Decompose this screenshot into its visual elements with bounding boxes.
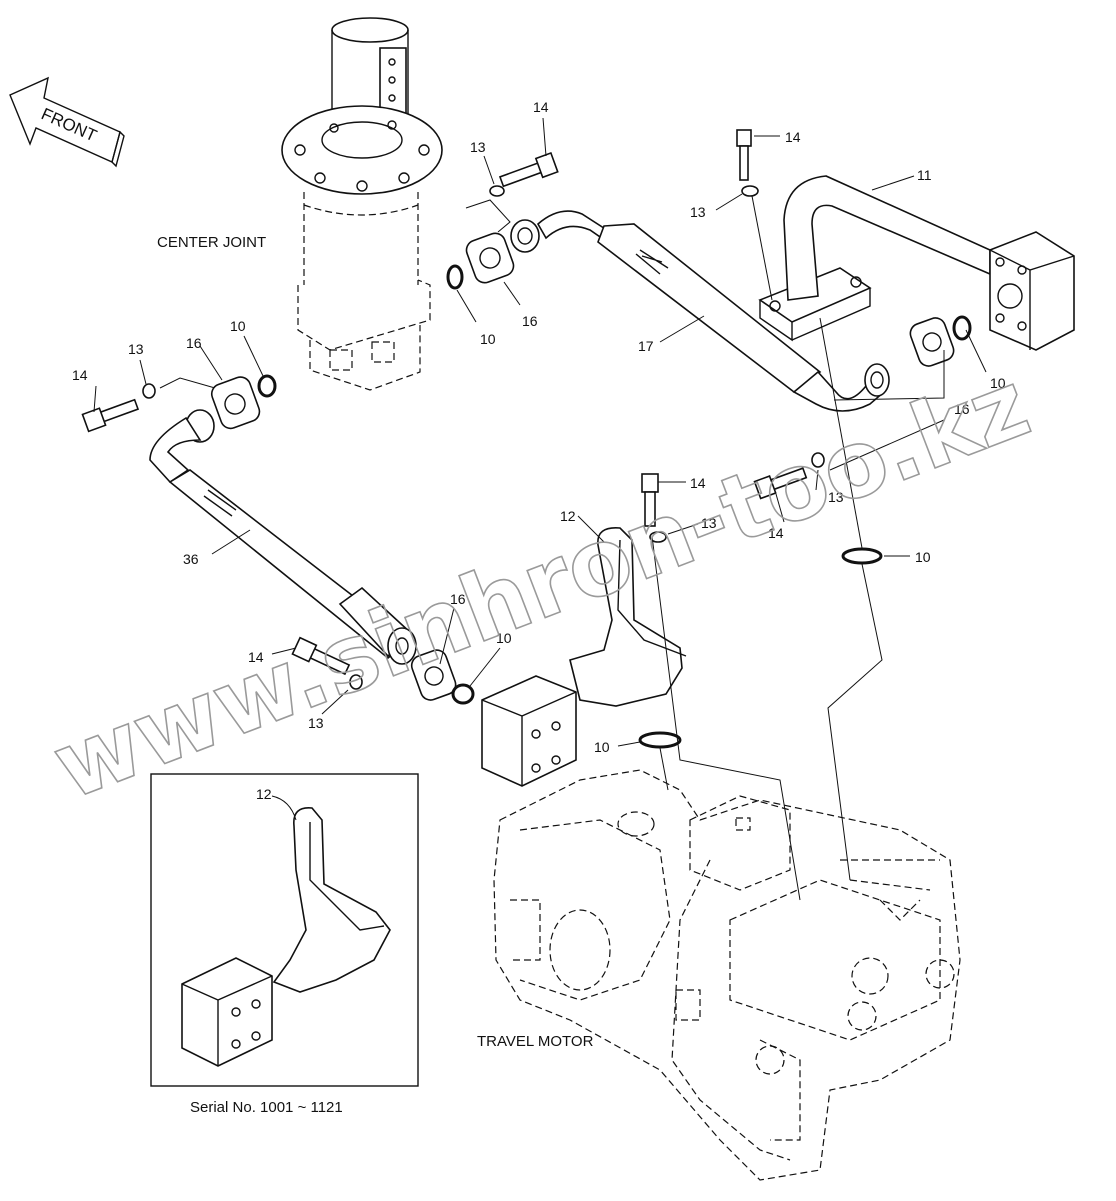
travel-motor-drawing: TRAVEL MOTOR xyxy=(477,769,961,1181)
serial-label: Serial No. 1001 ~ 1121 xyxy=(190,1099,343,1116)
callout-13-mid: 13 xyxy=(701,515,717,531)
callout-14-left: 14 xyxy=(72,367,88,383)
callout-13-low: 13 xyxy=(308,715,324,731)
front-label: FRONT xyxy=(38,104,99,145)
callout-16-low: 16 xyxy=(450,591,466,607)
callout-13-top: 13 xyxy=(470,139,486,155)
callout-13-right: 13 xyxy=(690,204,706,220)
pipe-12 xyxy=(481,473,687,787)
callout-13-mid2: 13 xyxy=(828,489,844,505)
pipe-17 xyxy=(510,210,890,412)
callout-16-left: 16 xyxy=(186,335,202,351)
callout-10-low: 10 xyxy=(496,630,512,646)
center-joint-drawing: CENTER JOINT xyxy=(157,17,443,391)
callout-10-left: 10 xyxy=(230,318,246,334)
front-arrow-icon: FRONT xyxy=(9,76,125,168)
alignment-lines xyxy=(651,195,945,901)
left-fittings xyxy=(81,374,277,433)
callout-17: 17 xyxy=(638,338,654,354)
callout-14-low: 14 xyxy=(248,649,264,665)
center-joint-label: CENTER JOINT xyxy=(157,234,266,251)
callout-10-right: 10 xyxy=(990,375,1006,391)
top-fittings xyxy=(446,152,559,323)
travel-motor-label: TRAVEL MOTOR xyxy=(477,1033,594,1050)
callouts: 14 13 16 10 14 13 11 17 10 16 14 13 16 1… xyxy=(72,99,1006,755)
callout-10-mid2: 10 xyxy=(915,549,931,565)
callout-11: 11 xyxy=(917,167,932,183)
callout-leaders xyxy=(93,117,987,747)
callout-14-top: 14 xyxy=(533,99,549,115)
callout-14-right: 14 xyxy=(785,129,801,145)
callout-12-inset: 12 xyxy=(256,786,272,802)
callout-14-mid2: 14 xyxy=(768,525,784,541)
serial-inset: 12 xyxy=(150,773,419,1087)
pipe-36 xyxy=(149,409,417,665)
callout-12: 12 xyxy=(560,508,576,524)
pipe-11 xyxy=(758,175,1075,351)
callout-36: 36 xyxy=(183,551,199,567)
callout-10-bottom: 10 xyxy=(594,739,610,755)
callout-16-top: 16 xyxy=(522,313,538,329)
callout-14-mid: 14 xyxy=(690,475,706,491)
right-fittings xyxy=(736,129,972,565)
callout-13-left: 13 xyxy=(128,341,144,357)
callout-16-right: 16 xyxy=(954,401,970,417)
callout-10-top: 10 xyxy=(480,331,496,347)
low-fittings xyxy=(291,636,475,705)
